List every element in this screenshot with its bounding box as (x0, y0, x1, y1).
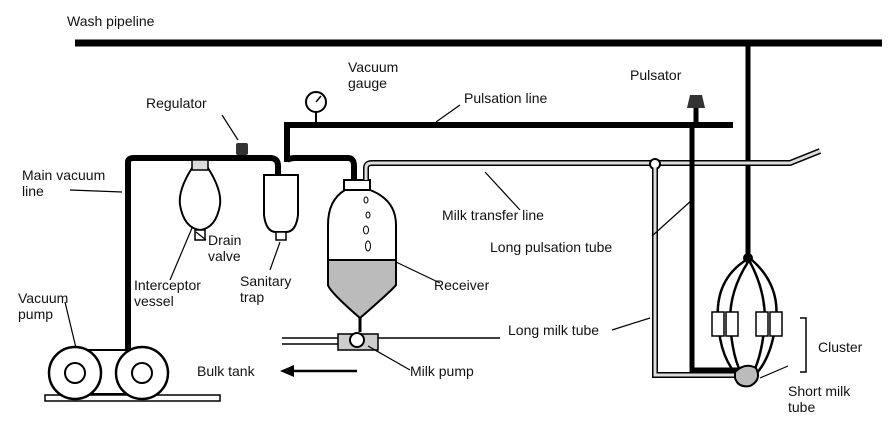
label-vacuum-pump: Vacuum (18, 290, 68, 306)
label-vacuum-gauge-2: gauge (348, 75, 387, 91)
milk-pump (282, 332, 500, 351)
wash-pipeline (75, 39, 882, 258)
label-pulsation-line: Pulsation line (464, 90, 547, 106)
regulator-icon (236, 143, 248, 158)
label-short-milk-tube: Short milk (788, 383, 851, 399)
label-vacuum-pump-2: pump (18, 306, 53, 322)
pulsation-line (284, 91, 733, 162)
pulsator (687, 95, 740, 373)
cluster (711, 253, 807, 388)
cluster-bracket (800, 317, 807, 373)
pulsator-icon (687, 95, 705, 108)
label-regulator: Regulator (146, 95, 207, 111)
sanitary-trap (263, 174, 299, 241)
label-long-pulsation-tube: Long pulsation tube (490, 239, 612, 255)
label-main-vacuum-line-2: line (22, 183, 44, 199)
label-sanitary-trap: Sanitary (240, 273, 291, 289)
label-milk-transfer-line: Milk transfer line (442, 207, 544, 223)
label-receiver: Receiver (434, 277, 490, 293)
label-wash-pipeline: Wash pipeline (67, 13, 155, 29)
milk-pump-icon (349, 332, 365, 348)
bulk-tank-arrow-icon (280, 365, 357, 377)
milk-transfer-line (363, 148, 822, 180)
label-interceptor-vessel-2: vessel (134, 293, 174, 309)
label-drain-valve-2: valve (208, 248, 241, 264)
label-bulk-tank: Bulk tank (197, 363, 256, 379)
label-short-milk-tube-2: tube (788, 399, 815, 415)
label-long-milk-tube: Long milk tube (508, 322, 599, 338)
main-vacuum-line (125, 155, 357, 355)
leader-lines (64, 104, 789, 379)
label-drain-valve: Drain (208, 232, 241, 248)
interceptor-vessel (178, 159, 222, 241)
label-vacuum-gauge: Vacuum (348, 59, 398, 75)
vacuum-pump (44, 345, 221, 402)
label-interceptor-vessel: Interceptor (134, 277, 201, 293)
label-pulsator: Pulsator (630, 67, 682, 83)
label-cluster: Cluster (818, 339, 863, 355)
label-sanitary-trap-2: trap (240, 289, 264, 305)
label-milk-pump: Milk pump (410, 363, 474, 379)
receiver (327, 179, 397, 332)
label-main-vacuum-line: Main vacuum (22, 167, 105, 183)
long-milk-tube (652, 168, 740, 378)
